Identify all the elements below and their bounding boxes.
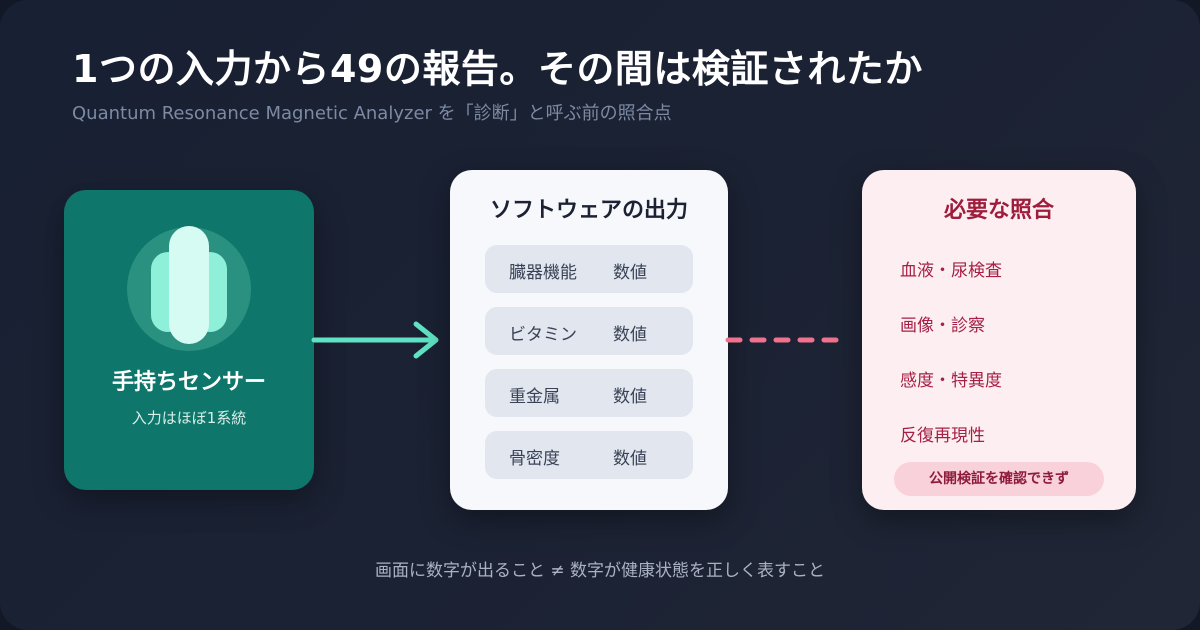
- output-row-label: 骨密度: [509, 449, 560, 469]
- sensor-title: 手持ちセンサー: [111, 370, 266, 395]
- verification-badge: 公開検証を確認できず: [894, 462, 1104, 496]
- output-row-label: 臓器機能: [509, 263, 577, 283]
- required-checks-card: 必要な照合 血液・尿検査 画像・診察 感度・特異度 反復再現性 公開検証を確認で…: [862, 170, 1136, 510]
- output-row-label: ビタミン: [509, 325, 577, 345]
- checks-title: 必要な照合: [943, 198, 1054, 223]
- output-row: ビタミン 数値: [485, 307, 693, 355]
- handheld-sensor-icon: [127, 226, 251, 351]
- footer-note: 画面に数字が出ること ≠ 数字が健康状態を正しく表すこと: [374, 561, 826, 581]
- output-row: 臓器機能 数値: [485, 245, 693, 293]
- output-row: 重金属 数値: [485, 369, 693, 417]
- output-row-label: 重金属: [509, 387, 560, 407]
- output-row-value: 数値: [613, 449, 647, 469]
- dashed-connector: [725, 337, 841, 343]
- output-row-value: 数値: [613, 387, 647, 407]
- sensor-card: 手持ちセンサー 入力はほぼ1系統: [64, 190, 314, 490]
- page-subtitle: Quantum Resonance Magnetic Analyzer を「診断…: [72, 103, 672, 124]
- check-item: 感度・特異度: [900, 371, 1002, 391]
- output-row: 骨密度 数値: [485, 431, 693, 479]
- check-item: 血液・尿検査: [900, 261, 1002, 281]
- flow-arrow: [311, 321, 439, 359]
- sensor-subtitle: 入力はほぼ1系統: [131, 409, 247, 427]
- output-title: ソフトウェアの出力: [489, 198, 688, 223]
- page-title: 1つの入力から49の報告。その間は検証されたか: [72, 47, 923, 91]
- output-row-value: 数値: [613, 263, 647, 283]
- check-item: 画像・診察: [900, 316, 985, 336]
- software-output-card: ソフトウェアの出力 臓器機能 数値 ビタミン 数値 重金属 数値 骨密度 数値: [450, 170, 728, 510]
- check-item: 反復再現性: [900, 426, 985, 446]
- output-row-value: 数値: [613, 325, 647, 345]
